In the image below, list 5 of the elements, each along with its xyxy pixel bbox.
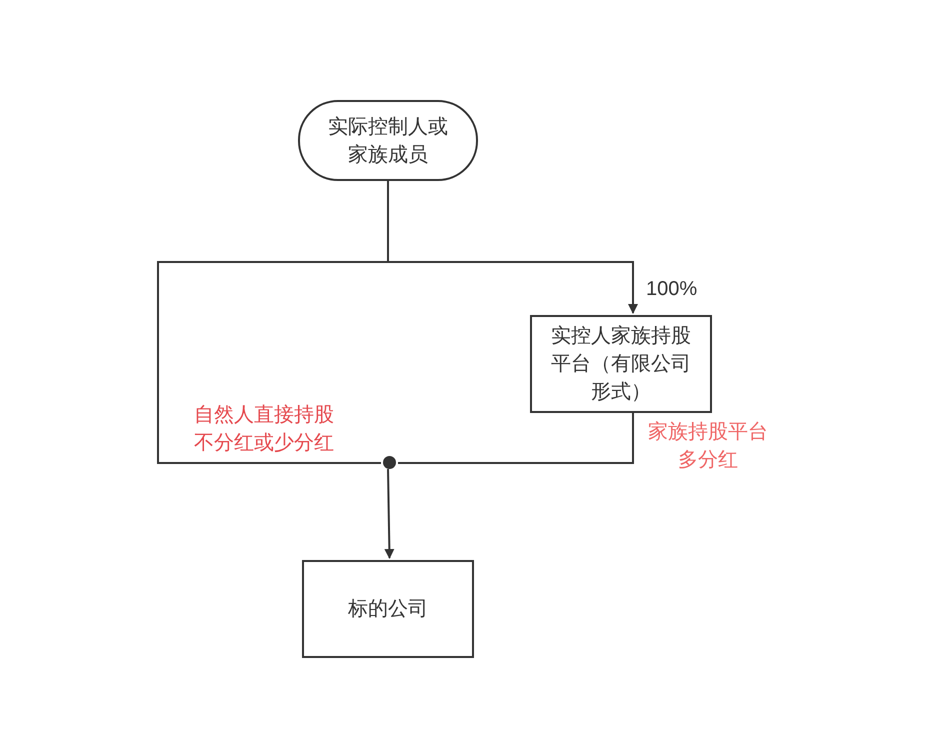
connector-line bbox=[398, 413, 634, 464]
process-box: 标的公司 bbox=[302, 560, 474, 658]
arrow bbox=[384, 468, 394, 559]
start-terminal: 实际控制人或家族成员 bbox=[298, 100, 478, 181]
process-box: 实控人家族持股平台（有限公司形式） bbox=[530, 315, 712, 413]
